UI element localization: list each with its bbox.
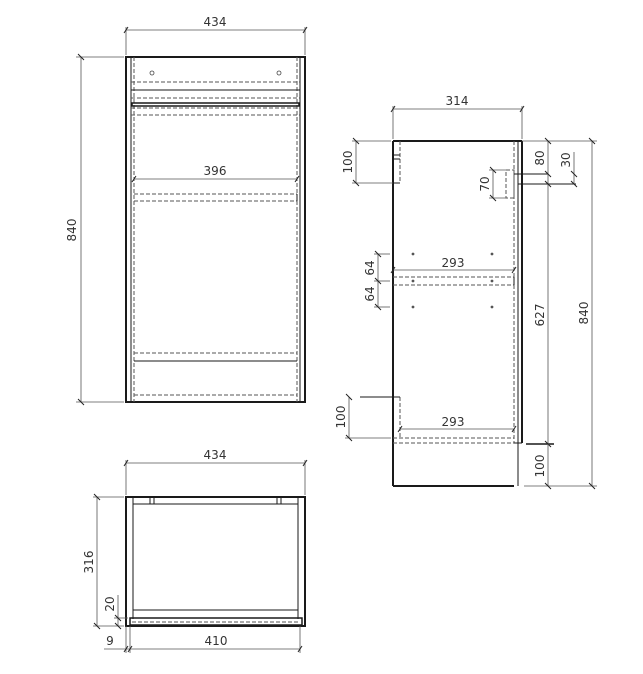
side-bottom-offset-left-label: 100	[334, 406, 348, 429]
side-plinth-height-label: 100	[533, 455, 547, 478]
front-inner-width-label: 396	[204, 164, 227, 178]
top-inner-width-label: 410	[205, 634, 228, 648]
mount-hole-left	[149, 70, 155, 76]
top-outer-frame	[125, 496, 306, 627]
side-total-height-label: 840	[577, 302, 591, 325]
shelf-pin-hole	[490, 252, 494, 256]
side-shelf-depth-upper-label: 293	[442, 256, 465, 270]
mount-hole-right	[276, 70, 282, 76]
front-view: 396 434 840	[65, 15, 308, 406]
side-shelf-spacing-lower-label: 64	[363, 286, 377, 301]
front-outer-frame	[125, 56, 306, 403]
side-inner-height-label: 627	[533, 304, 547, 327]
side-shelf-depth-lower-label: 293	[442, 415, 465, 429]
shelf-pin-hole	[411, 305, 415, 309]
front-height-label: 840	[65, 219, 79, 242]
top-offset-label: 9	[106, 634, 114, 648]
side-depth-label: 314	[446, 94, 469, 108]
shelf-pin-hole	[490, 305, 494, 309]
shelf-pin-hole	[411, 279, 415, 283]
side-handle-height-label: 70	[478, 176, 492, 191]
top-back-panel-label: 20	[103, 596, 117, 611]
shelf-pin-hole	[490, 279, 494, 283]
front-width-label: 434	[204, 15, 227, 29]
side-top-offset-left-label: 100	[341, 151, 355, 174]
side-shelf-spacing-upper-label: 64	[363, 260, 377, 275]
top-view: 434 316 20 9 410	[82, 448, 308, 653]
top-width-label: 434	[204, 448, 227, 462]
side-top-gap-label: 30	[559, 152, 573, 167]
top-depth-label: 316	[82, 551, 96, 574]
shelf-pin-hole	[411, 252, 415, 256]
side-view: 293 293 314 100 70	[334, 94, 597, 490]
side-top-offset-right-label: 80	[533, 150, 547, 165]
